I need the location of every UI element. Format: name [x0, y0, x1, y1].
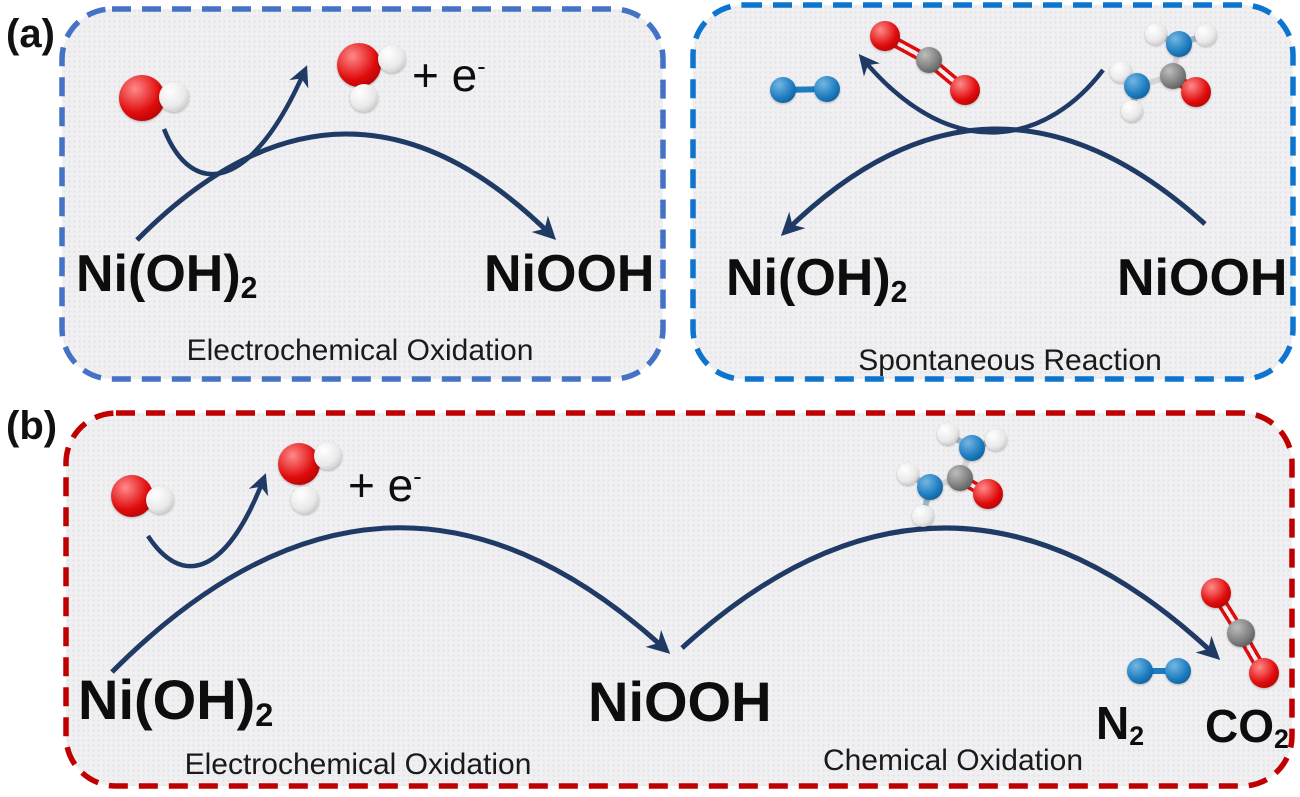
hydrogen-atom — [291, 486, 319, 514]
nitrogen-atom — [770, 77, 796, 103]
water-molecule — [332, 38, 418, 118]
electrochemical-oxidation-caption-b: Electrochemical Oxidation — [184, 748, 532, 781]
hydroxide-molecule — [106, 470, 186, 530]
carbon-dioxide-molecule — [858, 18, 984, 110]
nickel-hydroxide-label: Ni(OH)2 — [78, 668, 274, 734]
oxygen-atom — [1249, 658, 1279, 688]
nitrogen-atom — [1165, 658, 1191, 684]
electrochemical-oxidation-caption-a: Electrochemical Oxidation — [186, 334, 534, 367]
hydroxide-molecule — [112, 68, 202, 132]
oxygen-atom — [1201, 578, 1231, 608]
nickel-hydroxide-label: Ni(OH)2 — [726, 249, 908, 309]
oxygen-atom — [1181, 77, 1211, 107]
carbon-atom — [916, 47, 942, 73]
chemical-oxidation-caption: Chemical Oxidation — [822, 744, 1084, 777]
nickel-hydroxide-label: Ni(OH)2 — [76, 245, 258, 305]
nitrogen-atom — [917, 474, 943, 500]
oxygen-atom — [973, 479, 1003, 509]
carbon-atom — [1227, 619, 1255, 647]
hydrogen-atom — [985, 429, 1007, 451]
hydrogen-atom — [937, 423, 959, 445]
nitrogen-molecule — [1115, 650, 1205, 694]
urea-molecule — [895, 420, 1015, 532]
hydrogen-atom — [1145, 23, 1167, 45]
hydrogen-atom — [1195, 24, 1217, 46]
nickel-oxyhydroxide-label: NiOOH — [588, 670, 772, 733]
nitrogen-atom — [814, 76, 840, 102]
electron-symbol: e — [387, 459, 414, 511]
nickel-oxyhydroxide-label: NiOOH — [484, 245, 655, 303]
spontaneous-reaction-caption: Spontaneous Reaction — [858, 344, 1162, 377]
electron-release-text: + e- — [348, 462, 422, 508]
carbon-atom — [947, 465, 973, 491]
hydrogen-atom — [159, 82, 189, 112]
carbon-dioxide-gas-label: CO2 — [1205, 700, 1289, 754]
hydrogen-atom — [314, 442, 342, 470]
nitrogen-atom — [959, 435, 985, 461]
electron-charge: - — [477, 52, 486, 81]
electron-symbol: e — [451, 49, 478, 101]
nitrogen-gas-label: N2 — [1096, 697, 1145, 751]
nitrogen-atom — [1124, 73, 1150, 99]
panel-b-label: (b) — [6, 404, 58, 448]
oxygen-atom — [119, 75, 165, 121]
electron-release-text: + e- — [412, 52, 486, 98]
hydrogen-atom — [350, 84, 378, 112]
hydrogen-atom — [912, 505, 934, 527]
panel-a-label: (a) — [6, 12, 55, 56]
plus-sign: + — [412, 49, 439, 101]
water-molecule — [274, 438, 360, 520]
hydrogen-atom — [1121, 100, 1143, 122]
plus-sign: + — [348, 459, 375, 511]
oxygen-atom — [278, 443, 320, 485]
hydrogen-atom — [378, 45, 406, 73]
hydrogen-atom — [146, 486, 174, 514]
bond — [1140, 668, 1178, 674]
nitrogen-atom — [1166, 31, 1192, 57]
nickel-oxyhydroxide-label: NiOOH — [1117, 249, 1288, 307]
oxygen-atom — [950, 75, 980, 105]
carbon-dioxide-molecule — [1196, 572, 1288, 694]
oxygen-atom — [870, 21, 900, 51]
nitrogen-atom — [1127, 658, 1153, 684]
urea-molecule — [1105, 18, 1225, 128]
hydrogen-atom — [897, 463, 919, 485]
oxygen-atom — [337, 43, 381, 87]
nitrogen-molecule — [758, 72, 854, 112]
electron-charge: - — [413, 462, 422, 491]
